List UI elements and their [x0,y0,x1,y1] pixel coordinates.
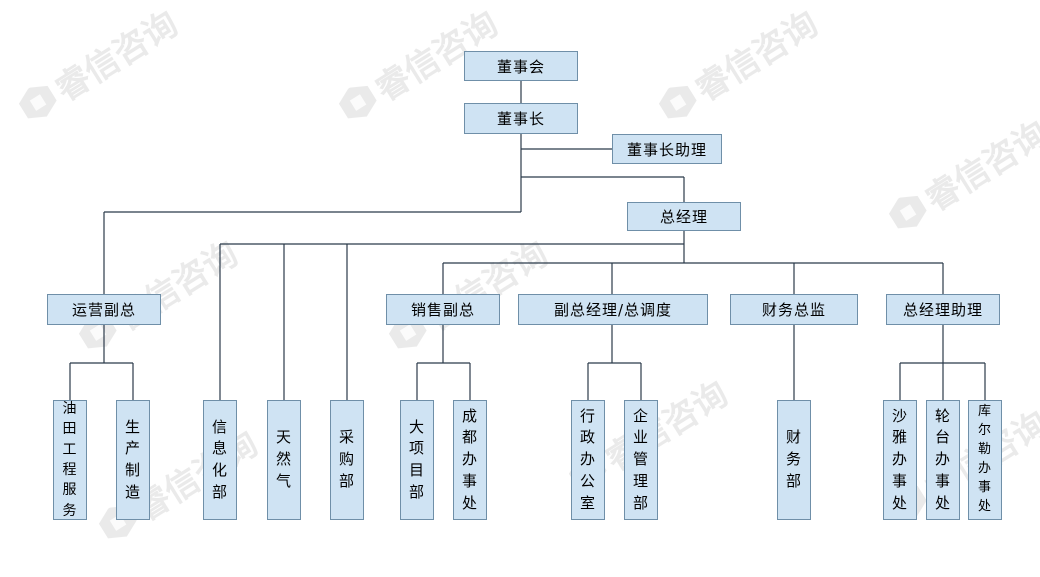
node-chairman: 董事长 [464,103,578,134]
node-admin: 行政办公室 [571,400,605,520]
node-ops-vp: 运营副总 [47,294,161,325]
node-board: 董事会 [464,51,578,81]
node-management: 企业管理部 [624,400,658,520]
node-production: 生产制造 [116,400,150,520]
node-cfo: 财务总监 [730,294,858,325]
node-luntai: 轮台办事处 [926,400,960,520]
node-gm-assistant: 总经理助理 [886,294,1000,325]
node-purchase: 采购部 [330,400,364,520]
node-it: 信息化部 [203,400,237,520]
node-chengdu: 成都办事处 [453,400,487,520]
node-chairman-assistant: 董事长助理 [612,134,722,164]
node-oilfield: 油田工程服务 [53,400,87,520]
node-gm: 总经理 [627,202,741,231]
node-deputy-gm: 副总经理/总调度 [518,294,708,325]
node-sales-vp: 销售副总 [386,294,500,325]
node-big-project: 大项目部 [400,400,434,520]
node-finance: 财务部 [777,400,811,520]
node-shaya: 沙雅办事处 [883,400,917,520]
node-kuerle: 库尔勒办事处 [968,400,1002,520]
node-gas: 天然气 [267,400,301,520]
